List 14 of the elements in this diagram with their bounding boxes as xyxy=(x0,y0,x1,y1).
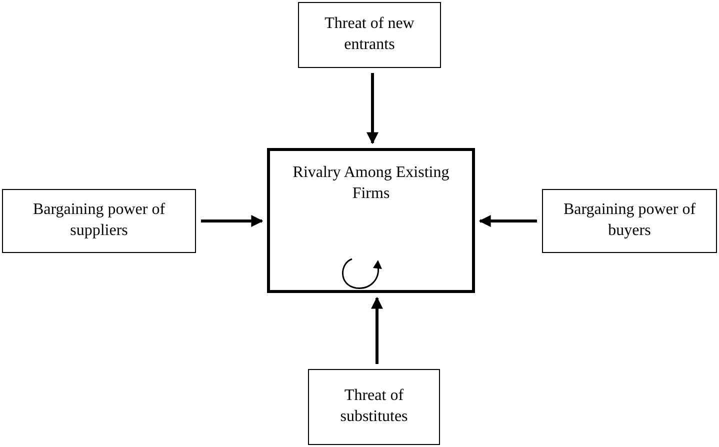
box-label: Bargaining power of buyers xyxy=(562,200,697,241)
box-label: Threat of substitutes xyxy=(339,386,409,427)
box-label: Threat of new entrants xyxy=(324,14,416,55)
arrow xyxy=(366,73,378,144)
force-box xyxy=(298,2,441,68)
force-box xyxy=(542,189,717,253)
force-box xyxy=(308,369,440,445)
arrow xyxy=(371,296,383,364)
central-box xyxy=(267,148,475,293)
arrow xyxy=(478,215,537,227)
box-label: Bargaining power of suppliers xyxy=(32,200,166,241)
arrow xyxy=(201,215,264,227)
box-label: Rivalry Among Existing Firms xyxy=(292,163,450,204)
force-box xyxy=(2,189,196,253)
